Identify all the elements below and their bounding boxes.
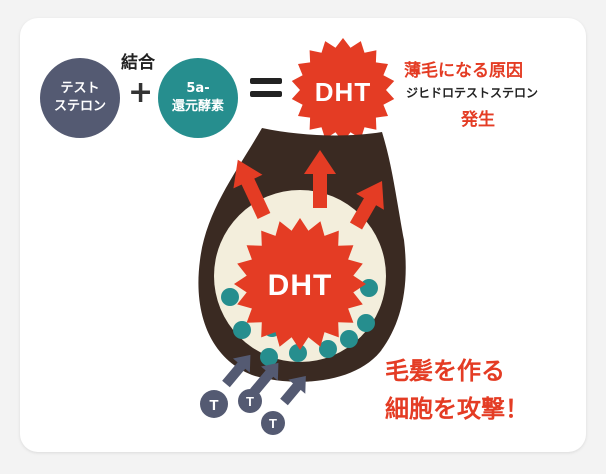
t-molecule-3-label: T — [269, 416, 277, 431]
t-molecule-1-label: T — [209, 397, 218, 414]
bond-label: 結合 — [121, 53, 155, 73]
cause-occur: 発生 — [461, 110, 495, 130]
red-arrow-right — [349, 180, 384, 230]
plus-sign: + — [128, 75, 154, 110]
testosterone-circle: テスト ステロン — [40, 58, 120, 138]
cause-subtitle: ジヒドロテストステロン — [406, 86, 539, 100]
t-molecule-2-label: T — [246, 394, 254, 409]
dht-starburst-inner: DHT — [234, 218, 366, 350]
red-arrows — [233, 150, 384, 230]
testosterone-molecules: T T T — [200, 389, 285, 435]
cause-title: 薄毛になる原因 — [404, 61, 523, 81]
dht-inner-label: DHT — [268, 269, 333, 302]
equals-sign — [250, 78, 282, 100]
slate-arrow-3 — [280, 375, 306, 406]
attack-caption: 毛髪を作る 細胞を攻撃！ — [385, 352, 529, 429]
testosterone-label: テスト ステロン — [53, 81, 106, 114]
dht-starburst-top: DHT — [291, 38, 395, 142]
enzyme-circle: 5a- 還元酵素 — [158, 58, 238, 138]
enzyme-label: 5a- 還元酵素 — [171, 81, 224, 114]
slate-arrow-1 — [222, 354, 251, 388]
slate-arrow-2 — [250, 362, 279, 396]
attack-line-1: 毛髪を作る — [385, 357, 505, 385]
red-arrow-left — [233, 159, 271, 219]
attack-line-2: 細胞を攻撃！ — [385, 395, 529, 424]
dht-top-label: DHT — [315, 77, 371, 107]
slate-arrows — [222, 354, 306, 406]
red-arrow-center — [304, 150, 336, 208]
